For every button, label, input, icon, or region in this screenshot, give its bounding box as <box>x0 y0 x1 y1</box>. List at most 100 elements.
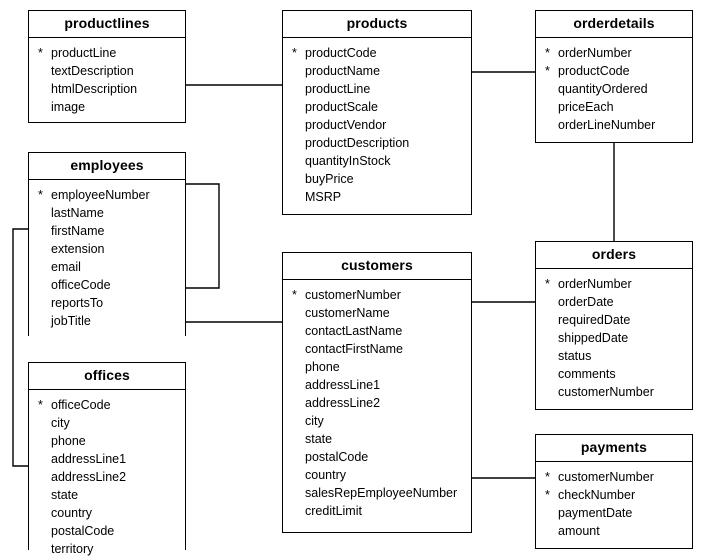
attribute-payments-checkNumber: *checkNumber <box>536 486 692 504</box>
attribute-label: orderLineNumber <box>558 118 656 132</box>
attribute-label: status <box>558 349 592 363</box>
attribute-payments-paymentDate: paymentDate <box>536 504 692 522</box>
attribute-employees-officeCode: officeCode <box>29 276 185 294</box>
primary-key-marker: * <box>292 46 297 60</box>
primary-key-marker: * <box>545 46 550 60</box>
attribute-orders-customerNumber: customerNumber <box>536 383 692 401</box>
primary-key-marker: * <box>545 64 550 78</box>
entity-title-employees: employees <box>29 153 185 180</box>
relationship-line <box>12 228 28 467</box>
entity-employees[interactable]: employees * employeeNumber lastName firstNam… <box>28 152 186 336</box>
attribute-label: email <box>51 260 81 274</box>
attribute-label: productVendor <box>305 118 387 132</box>
attribute-label: officeCode <box>51 398 111 412</box>
attribute-employees-jobTitle: jobTitle <box>29 312 185 330</box>
attribute-label: addressLine1 <box>51 452 127 466</box>
attribute-products-MSRP: MSRP <box>283 188 471 206</box>
attribute-customers-salesRepEmployeeNumber: salesRepEmployeeNumber <box>283 484 471 502</box>
entity-title-offices: offices <box>29 363 185 390</box>
entity-title-orderdetails: orderdetails <box>536 11 692 38</box>
attribute-customers-country: country <box>283 466 471 484</box>
primary-key-marker: * <box>545 488 550 502</box>
attribute-label: officeCode <box>51 278 111 292</box>
primary-key-marker: * <box>38 188 43 202</box>
attribute-label: shippedDate <box>558 331 629 345</box>
attribute-label: quantityOrdered <box>558 82 648 96</box>
attribute-orderdetails-quantityOrdered: quantityOrdered <box>536 80 692 98</box>
attribute-label: quantityInStock <box>305 154 391 168</box>
attribute-label: customerName <box>305 306 390 320</box>
attribute-customers-city: city <box>283 412 471 430</box>
attribute-label: firstName <box>51 224 105 238</box>
attribute-label: lastName <box>51 206 104 220</box>
attribute-label: contactLastName <box>305 324 403 338</box>
attribute-offices-officeCode: * officeCode <box>29 396 185 414</box>
entity-title-productlines: productlines <box>29 11 185 38</box>
attribute-label: addressLine2 <box>305 396 381 410</box>
attribute-products-productDescription: productDescription <box>283 134 471 152</box>
attribute-label: addressLine1 <box>305 378 381 392</box>
attribute-label: creditLimit <box>305 504 362 518</box>
attribute-products-productLine: productLine <box>283 80 471 98</box>
attribute-products-productCode: *productCode <box>283 44 471 62</box>
entity-title-products: products <box>283 11 471 38</box>
attribute-label: postalCode <box>305 450 369 464</box>
attribute-label: productCode <box>558 64 630 78</box>
attribute-offices-addressLine1: addressLine1 <box>29 450 185 468</box>
entity-title-customers: customers <box>283 253 471 280</box>
attribute-label: textDescription <box>51 64 134 78</box>
entity-attributes-employees: * employeeNumber lastName firstName extensio… <box>29 180 185 336</box>
entity-title-payments: payments <box>536 435 692 462</box>
attribute-offices-city: city <box>29 414 185 432</box>
attribute-customers-customerNumber: *customerNumber <box>283 286 471 304</box>
attribute-label: orderNumber <box>558 46 632 60</box>
attribute-productlines-productLine: *productLine <box>29 44 185 62</box>
attribute-label: phone <box>305 360 340 374</box>
attribute-employees-reportsTo: reportsTo <box>29 294 185 312</box>
attribute-customers-postalCode: postalCode <box>283 448 471 466</box>
attribute-label: state <box>305 432 333 446</box>
attribute-label: jobTitle <box>51 314 91 328</box>
attribute-customers-contactFirstName: contactFirstName <box>283 340 471 358</box>
attribute-label: postalCode <box>51 524 115 538</box>
attribute-orders-requiredDate: requiredDate <box>536 311 692 329</box>
entity-orderdetails[interactable]: orderdetails * orderNumber * productCode quan… <box>535 10 693 143</box>
attribute-products-buyPrice: buyPrice <box>283 170 471 188</box>
attribute-orderdetails-orderNumber: * orderNumber <box>536 44 692 62</box>
attribute-customers-state: state <box>283 430 471 448</box>
attribute-label: comments <box>558 367 616 381</box>
primary-key-marker: * <box>38 398 43 412</box>
primary-key-marker: * <box>545 470 550 484</box>
attribute-employees-employeeNumber: * employeeNumber <box>29 186 185 204</box>
relationship-orders-orderdetails <box>607 126 621 253</box>
attribute-label: productLine <box>51 46 117 60</box>
attribute-label: image <box>51 100 86 114</box>
attribute-label: salesRepEmployeeNumber <box>305 486 458 500</box>
attribute-label: employeeNumber <box>51 188 150 202</box>
attribute-label: buyPrice <box>305 172 354 186</box>
attribute-label: reportsTo <box>51 296 104 310</box>
entity-customers[interactable]: customers *customerNumber customerName cont… <box>282 252 472 533</box>
attribute-label: productDescription <box>305 136 410 150</box>
attribute-label: extension <box>51 242 105 256</box>
attribute-orderdetails-productCode: * productCode <box>536 62 692 80</box>
attribute-productlines-image: image <box>29 98 185 116</box>
relationship-line <box>186 183 220 289</box>
attribute-customers-creditLimit: creditLimit <box>283 502 471 520</box>
attribute-products-productScale: productScale <box>283 98 471 116</box>
attribute-customers-addressLine2: addressLine2 <box>283 394 471 412</box>
attribute-label: priceEach <box>558 100 614 114</box>
attribute-customers-phone: phone <box>283 358 471 376</box>
attribute-label: requiredDate <box>558 313 631 327</box>
attribute-offices-state: state <box>29 486 185 504</box>
attribute-products-quantityInStock: quantityInStock <box>283 152 471 170</box>
